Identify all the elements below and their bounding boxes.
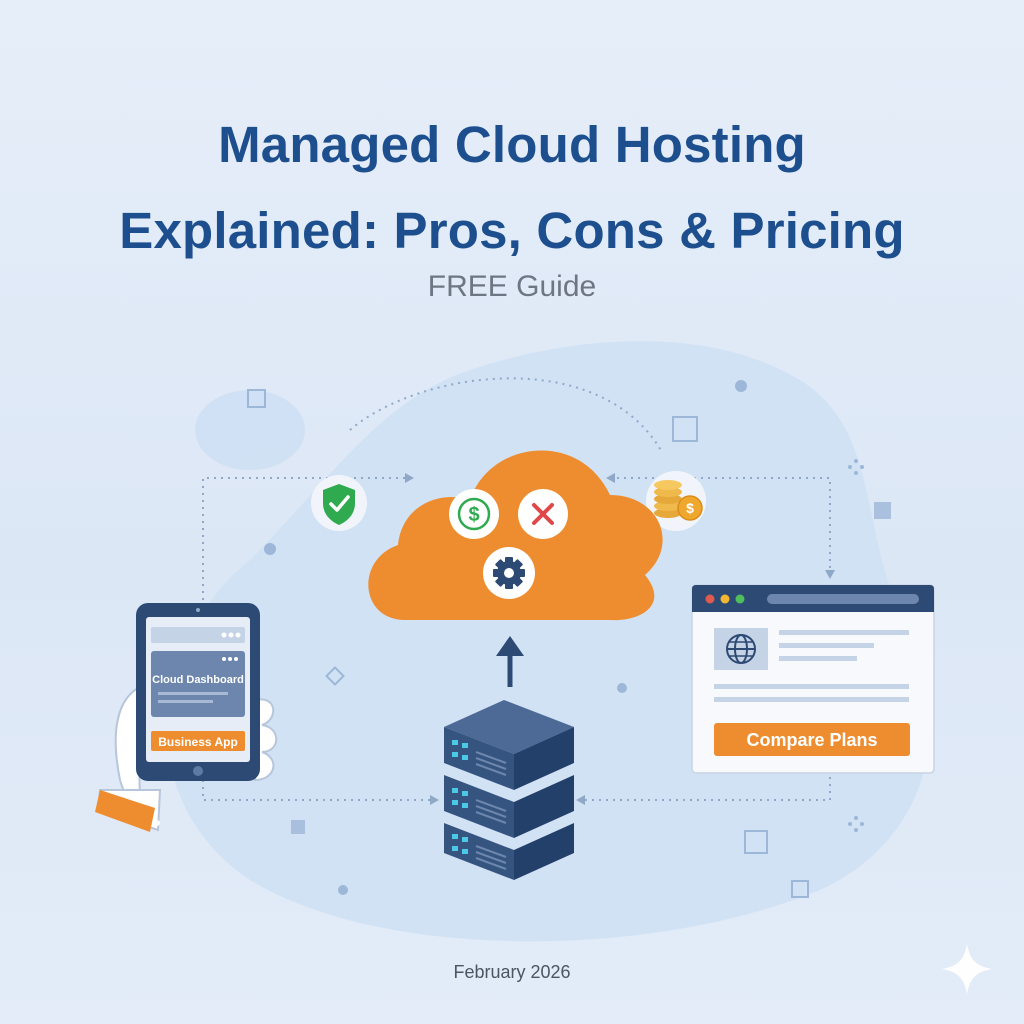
deco-square (874, 502, 891, 519)
deco-dot (264, 543, 276, 555)
tablet-panel-label: Cloud Dashboard (152, 674, 244, 686)
compare-plans-label: Compare Plans (746, 730, 877, 750)
svg-text:$: $ (686, 500, 694, 516)
tablet-device: Cloud Dashboard Business App (136, 603, 260, 781)
connector-arrowheads (405, 473, 835, 805)
deco-square (791, 880, 809, 898)
hand-icon (95, 686, 278, 832)
browser-address-bar[interactable] (767, 594, 919, 604)
tablet-business-app-button[interactable] (151, 731, 245, 751)
globe-icon (714, 628, 768, 670)
deco-square (672, 416, 698, 442)
deco-dot (735, 380, 747, 392)
publish-date: February 2026 (453, 962, 571, 982)
browser-window: Compare Plans (691, 584, 935, 774)
deco-dot (617, 683, 627, 693)
deco-diamond (325, 666, 345, 686)
server-stack-icon (444, 700, 574, 880)
deco-square (744, 830, 768, 854)
deco-dot-cluster (848, 459, 864, 832)
dollar-icon: $ (449, 489, 499, 539)
background-blob-small (195, 390, 305, 470)
deco-square (291, 820, 305, 834)
upload-arrow (496, 636, 524, 687)
title-line-2: Explained: Pros, Cons & Pricing (119, 202, 905, 259)
subtitle: FREE Guide (427, 270, 597, 303)
cloud-icon (368, 450, 663, 621)
coins-dollar-icon: $ (646, 471, 706, 531)
sparkle-icon (942, 944, 992, 994)
deco-dot (338, 885, 348, 895)
title-line-1: Managed Cloud Hosting (218, 116, 806, 173)
gear-icon (483, 547, 535, 599)
svg-text:$: $ (468, 504, 479, 526)
tablet-button-label: Business App (158, 735, 238, 749)
shield-check-icon (311, 475, 367, 531)
dashed-connectors (202, 377, 831, 801)
deco-square (247, 389, 266, 408)
page-title: Managed Cloud Hosting Explained: Pros, C… (0, 102, 1024, 274)
compare-plans-button[interactable] (714, 723, 910, 756)
x-icon (518, 489, 568, 539)
